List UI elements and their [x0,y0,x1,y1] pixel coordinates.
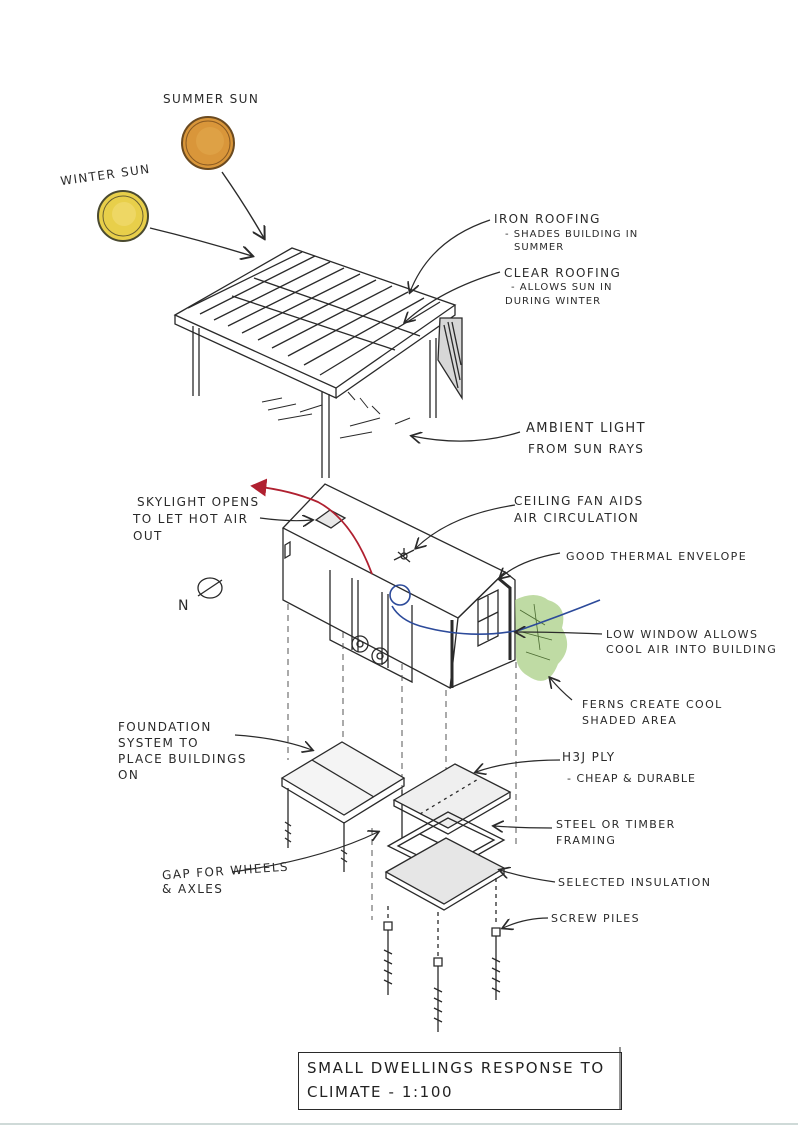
label-clear-roofing-note-1: - ALLOWS SUN IN [511,282,613,293]
tiny-house-drawing [281,483,516,690]
label-skylight: SKYLIGHT OPENS [137,495,260,509]
summer-sun-icon [181,116,235,170]
leader-lines-building [259,504,603,701]
label-ambient-light-2: FROM SUN RAYS [528,442,645,456]
label-ply-2: - CHEAP & DURABLE [567,772,696,785]
foundation-drawing [280,741,512,1032]
label-clear-roofing: CLEAR ROOFING [504,266,622,280]
label-framing: STEEL OR TIMBER [556,818,676,831]
label-iron-roofing-note-2: SUMMER [514,242,565,253]
label-summer-sun: SUMMER SUN [163,92,260,106]
label-insulation: SELECTED INSULATION [558,876,712,889]
leader-lines-roof [405,219,521,441]
label-ferns-2: SHADED AREA [582,714,678,727]
label-gap-wheels-2: & AXLES [162,882,224,896]
winter-sun-icon [97,190,149,242]
airflow-lines [250,478,601,635]
title-block: SMALL DWELLINGS RESPONSE TO CLIMATE - 1:… [298,1052,622,1110]
label-iron-roofing: IRON ROOFING [494,212,601,226]
label-ceiling-fan-2: AIR CIRCULATION [514,511,640,525]
label-ferns: FERNS CREATE COOL [582,698,723,711]
label-foundation: FOUNDATION [118,720,212,734]
label-low-window-2: COOL AIR INTO BUILDING [606,643,778,656]
ferns-drawing [515,595,568,681]
label-foundation-2: SYSTEM TO [118,736,200,750]
label-foundation-3: PLACE BUILDINGS [118,752,247,766]
sun-ray-arrows [149,171,264,256]
north-arrow-icon [197,577,223,599]
leader-lines-foundation [231,734,561,928]
label-framing-2: FRAMING [556,834,617,847]
label-ply: H3J PLY [562,750,616,764]
label-clear-roofing-note-2: DURING WINTER [505,296,602,307]
label-ceiling-fan: CEILING FAN AIDS [514,494,644,508]
label-screw-piles: SCREW PILES [551,912,640,925]
label-thermal-envelope: GOOD THERMAL ENVELOPE [566,550,748,563]
label-iron-roofing-note-1: - SHADES BUILDING IN [505,229,639,240]
roof-canopy-drawing [173,247,463,478]
north-label: N [178,598,188,614]
drawing-title-line-2: CLIMATE - 1:100 [307,1083,454,1101]
dashed-drop-lines [287,604,517,920]
label-low-window: LOW WINDOW ALLOWS [606,628,759,641]
drawing-title-line-1: SMALL DWELLINGS RESPONSE TO [307,1059,605,1077]
label-foundation-4: ON [118,768,140,782]
label-skylight-3: OUT [133,529,163,543]
label-skylight-2: TO LET HOT AIR [133,512,249,526]
label-ambient-light: AMBIENT LIGHT [526,421,646,436]
